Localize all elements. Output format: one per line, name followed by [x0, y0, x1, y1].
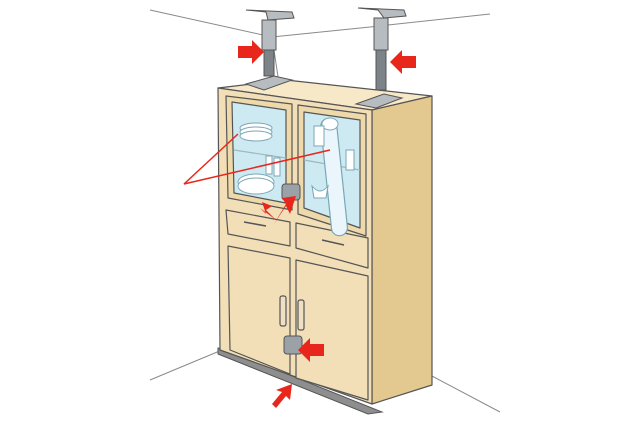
shatterproof-film-icon [320, 117, 349, 237]
left-drawer [225, 209, 291, 247]
door-latch-icon [281, 183, 303, 355]
dishes [237, 122, 281, 195]
lower-right-door [295, 259, 369, 401]
cabinet-side [371, 95, 433, 405]
lower-left-door [227, 245, 291, 375]
ceiling-tension-pole-icon [244, 7, 407, 109]
callout-lines [183, 133, 331, 185]
room-outline [149, 9, 501, 413]
red-arrow-icon [238, 40, 416, 408]
glasses [311, 125, 355, 199]
